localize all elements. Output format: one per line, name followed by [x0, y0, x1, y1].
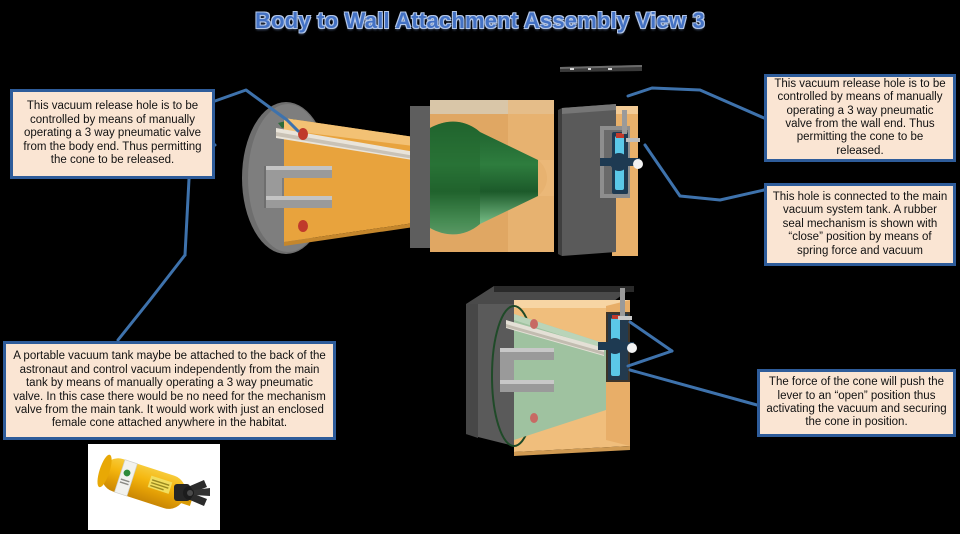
body-cone-assembly-left — [242, 102, 436, 254]
callout-main-vacuum-tank-hole: This hole is connected to the main vacuu… — [764, 183, 956, 266]
wall-plate-valve-right — [558, 104, 643, 256]
assembled-body-wall-bottom — [466, 286, 637, 456]
callout-cone-pushes-lever-open: The force of the cone will push the leve… — [757, 369, 956, 437]
cone-block-center — [410, 100, 554, 252]
callout-vacuum-release-body-end: This vacuum release hole is to be contro… — [10, 89, 215, 179]
callout-vacuum-release-wall-end: This vacuum release hole is to be contro… — [764, 74, 956, 162]
vacuum-hole-bottom — [298, 220, 308, 232]
callout-text: This vacuum release hole is to be contro… — [23, 100, 202, 167]
portable-tank-photo — [88, 444, 220, 530]
vacuum-hole-top — [298, 128, 308, 140]
wall-top-edge-strip — [560, 65, 642, 72]
callout-portable-vacuum-tank: A portable vacuum tank maybe be attached… — [3, 341, 336, 440]
page-title: Body to Wall Attachment Assembly View 3 — [255, 8, 705, 33]
callout-text: This hole is connected to the main vacuu… — [772, 190, 948, 257]
callout-text: The force of the cone will push the leve… — [766, 376, 947, 429]
callout-text: This vacuum release hole is to be contro… — [774, 77, 946, 157]
leader-portable-tank-to-body — [116, 253, 187, 342]
callout-text: A portable vacuum tank maybe be attached… — [13, 350, 326, 430]
